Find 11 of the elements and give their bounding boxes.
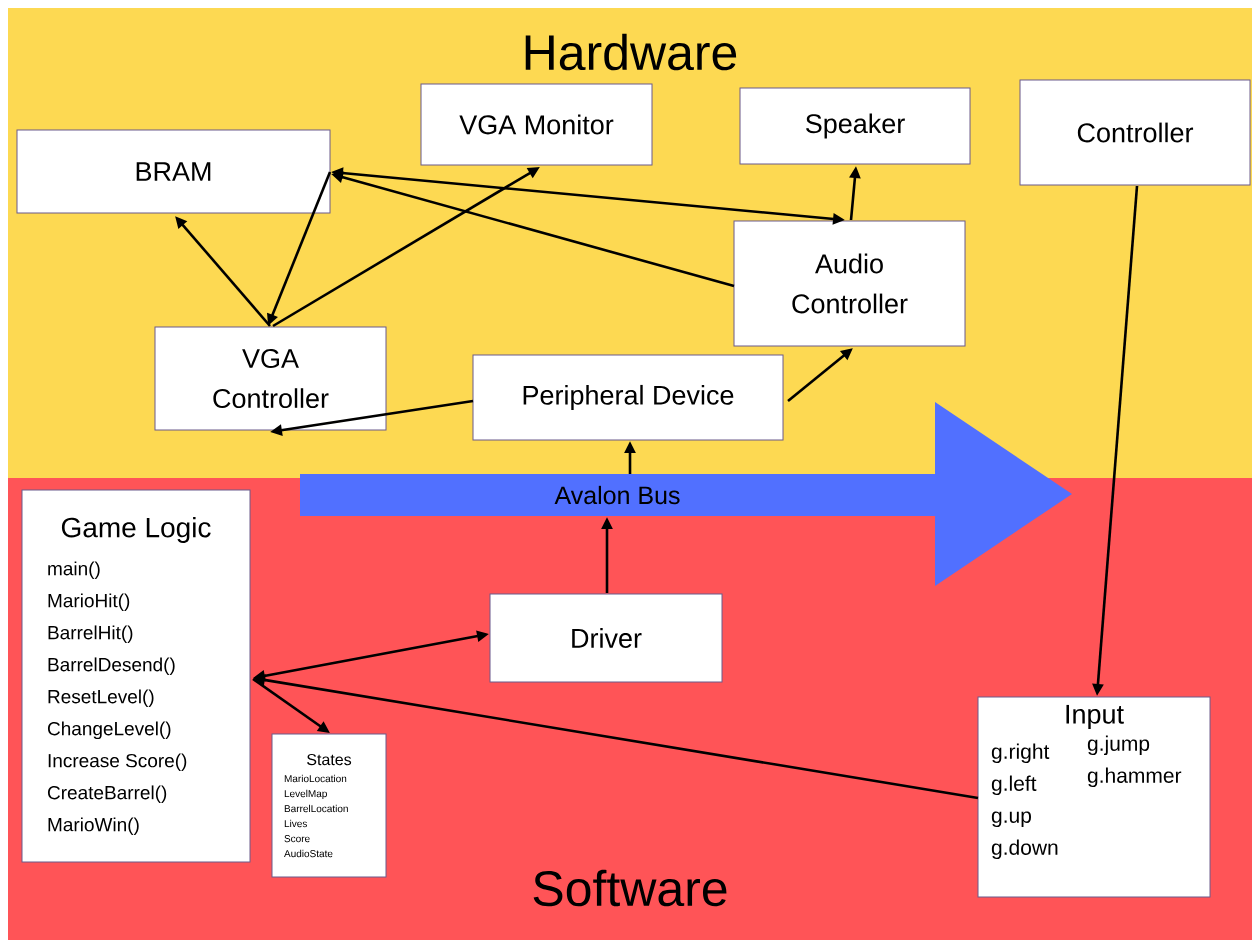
process-box: Audio Controller: [733, 220, 966, 347]
process-box: VGA Controller: [154, 326, 387, 431]
module-box: Input g.right g.left g.up g.down g.jump g.hammer: [977, 696, 1211, 898]
process-box: Speaker: [739, 87, 971, 165]
process-box: Peripheral Device: [472, 354, 784, 441]
module-box: Game Logic main() MarioHit() BarrelHit() BarrelDesend() ResetLevel() ChangeLevel() Increase Score() CreateBarrel() MarioWin(): [21, 489, 251, 863]
process-box: VGA Monitor: [420, 83, 653, 166]
process-box: BRAM: [16, 129, 331, 214]
process-box: Controller: [1019, 79, 1251, 186]
module-box: States MarioLocation LevelMap BarrelLocation Lives Score AudioState: [271, 733, 387, 878]
process-box: Driver: [489, 593, 723, 683]
